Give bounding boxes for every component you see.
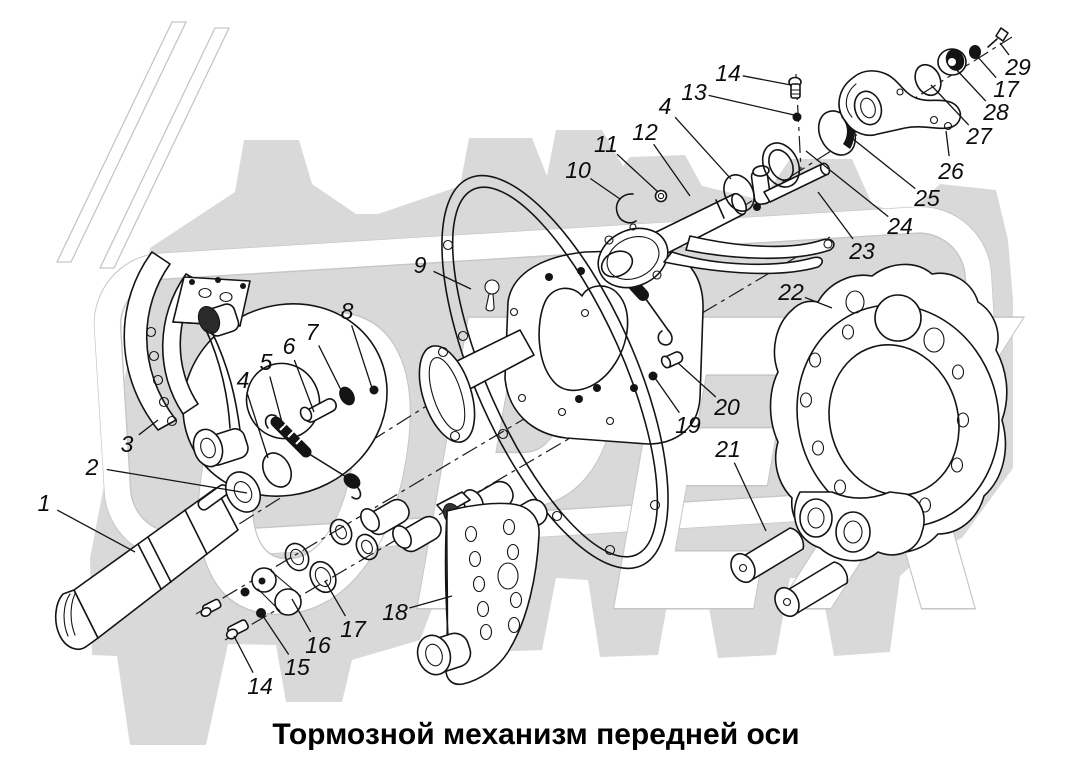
callout-leader-16 [291, 598, 312, 633]
callout-leader-12 [653, 143, 691, 197]
return-spring [264, 414, 362, 500]
callout-label-5: 5 [260, 349, 273, 375]
bolt-29 [995, 27, 1009, 42]
callout-leader-3 [138, 419, 159, 436]
camshaft-bracket [597, 192, 835, 289]
callout-label-4: 4 [237, 367, 250, 393]
callout-leader-23 [817, 191, 854, 240]
callout-leader-9 [433, 270, 472, 290]
callout-leader-28 [953, 66, 987, 102]
slack-adjuster [838, 70, 962, 137]
washer-17-top [969, 45, 981, 59]
bolt-and-pin-top [788, 76, 802, 122]
callout-label-12: 12 [632, 119, 658, 145]
washer-4 [261, 452, 293, 488]
callout-leader-6 [293, 359, 315, 413]
callout-leader-24 [805, 150, 889, 218]
anchor-plate [504, 249, 704, 445]
callout-leader-5 [269, 376, 284, 427]
callout-leader-17 [324, 580, 347, 617]
washer-4-top [723, 174, 755, 212]
callout-label-1: 1 [38, 490, 51, 516]
pin-15 [256, 608, 266, 618]
callout-leader-2 [106, 468, 248, 494]
dust-shield-rim [441, 174, 669, 570]
callout-leader-1 [56, 509, 136, 553]
callout-label-8: 8 [341, 298, 354, 324]
callout-label-14: 14 [715, 60, 741, 86]
camshaft [54, 484, 239, 650]
lower-axis [195, 236, 831, 615]
callout-leader-10 [589, 177, 621, 200]
watermark-stripe [55, 21, 188, 263]
callout-leader-18 [409, 595, 453, 609]
adjuster-fasteners [914, 27, 1009, 97]
callout-label-22: 22 [777, 279, 804, 305]
callout-leader-21 [733, 462, 767, 532]
nut-11 [654, 189, 668, 203]
callout-leader-15 [262, 615, 290, 655]
callout-label-16: 16 [305, 632, 331, 658]
callout-leader-22 [804, 296, 833, 309]
clip-and-nut [615, 189, 668, 231]
callout-leader-4 [246, 394, 269, 459]
callout-label-20: 20 [713, 394, 740, 420]
ring-27 [914, 63, 942, 97]
brake-shoe-bottom [416, 491, 540, 686]
callout-leader-20 [677, 362, 717, 398]
callout-leader-13 [708, 94, 795, 116]
callout-label-6: 6 [283, 333, 296, 359]
callout-leader-26 [945, 130, 950, 157]
callout-label-28: 28 [982, 99, 1009, 125]
callout-label-11: 11 [594, 131, 618, 157]
callout-label-26: 26 [937, 158, 964, 184]
watermark-stripe [98, 27, 231, 269]
callout-label-24: 24 [886, 213, 913, 239]
callout-label-14: 14 [247, 673, 273, 699]
callout-label-4: 4 [659, 93, 672, 119]
pin-8 [369, 385, 379, 395]
callout-label-29: 29 [1004, 54, 1031, 80]
camshaft-support-flange [418, 329, 535, 443]
callout-label-19: 19 [675, 412, 701, 438]
plug-7 [339, 386, 355, 406]
clip-10 [615, 193, 637, 224]
callout-leader-14 [233, 635, 254, 673]
ring-b [284, 542, 310, 572]
callout-leader-19 [654, 377, 680, 414]
callout-label-7: 7 [306, 319, 320, 345]
callout-label-17: 17 [993, 76, 1020, 102]
callout-leader-27 [930, 84, 970, 126]
callout-label-13: 13 [681, 79, 707, 105]
callout-label-2: 2 [85, 454, 99, 480]
mounting-flange [769, 263, 1008, 562]
diagram-caption: Тормозной механизм передней оси [272, 718, 800, 751]
callout-leader-25 [852, 138, 916, 190]
callout-label-27: 27 [965, 123, 993, 149]
ring-17 [309, 560, 337, 594]
callout-leader-4 [674, 116, 732, 180]
callout-label-9: 9 [414, 252, 427, 278]
pin-13 [792, 112, 802, 122]
callout-label-10: 10 [565, 157, 591, 183]
callout-label-3: 3 [121, 431, 134, 457]
rollers [730, 527, 849, 618]
callout-label-18: 18 [382, 599, 408, 625]
anchor-pin-lever [750, 162, 831, 211]
callout-label-15: 15 [284, 654, 310, 680]
anchor-pin-group [299, 385, 379, 423]
callout-leader-11 [616, 153, 659, 193]
brake-shoe-left [123, 251, 251, 468]
callout-leader-17 [976, 55, 997, 79]
callout-label-21: 21 [714, 436, 741, 462]
fastener-row-bottom [200, 518, 379, 640]
callout-label-25: 25 [913, 185, 940, 211]
callout-leader-7 [318, 345, 343, 393]
callout-leader-14 [742, 75, 792, 86]
callout-label-17: 17 [340, 616, 367, 642]
callout-leader-29 [999, 42, 1010, 56]
callout-leader-8 [351, 325, 373, 389]
callout-label-23: 23 [848, 238, 875, 264]
